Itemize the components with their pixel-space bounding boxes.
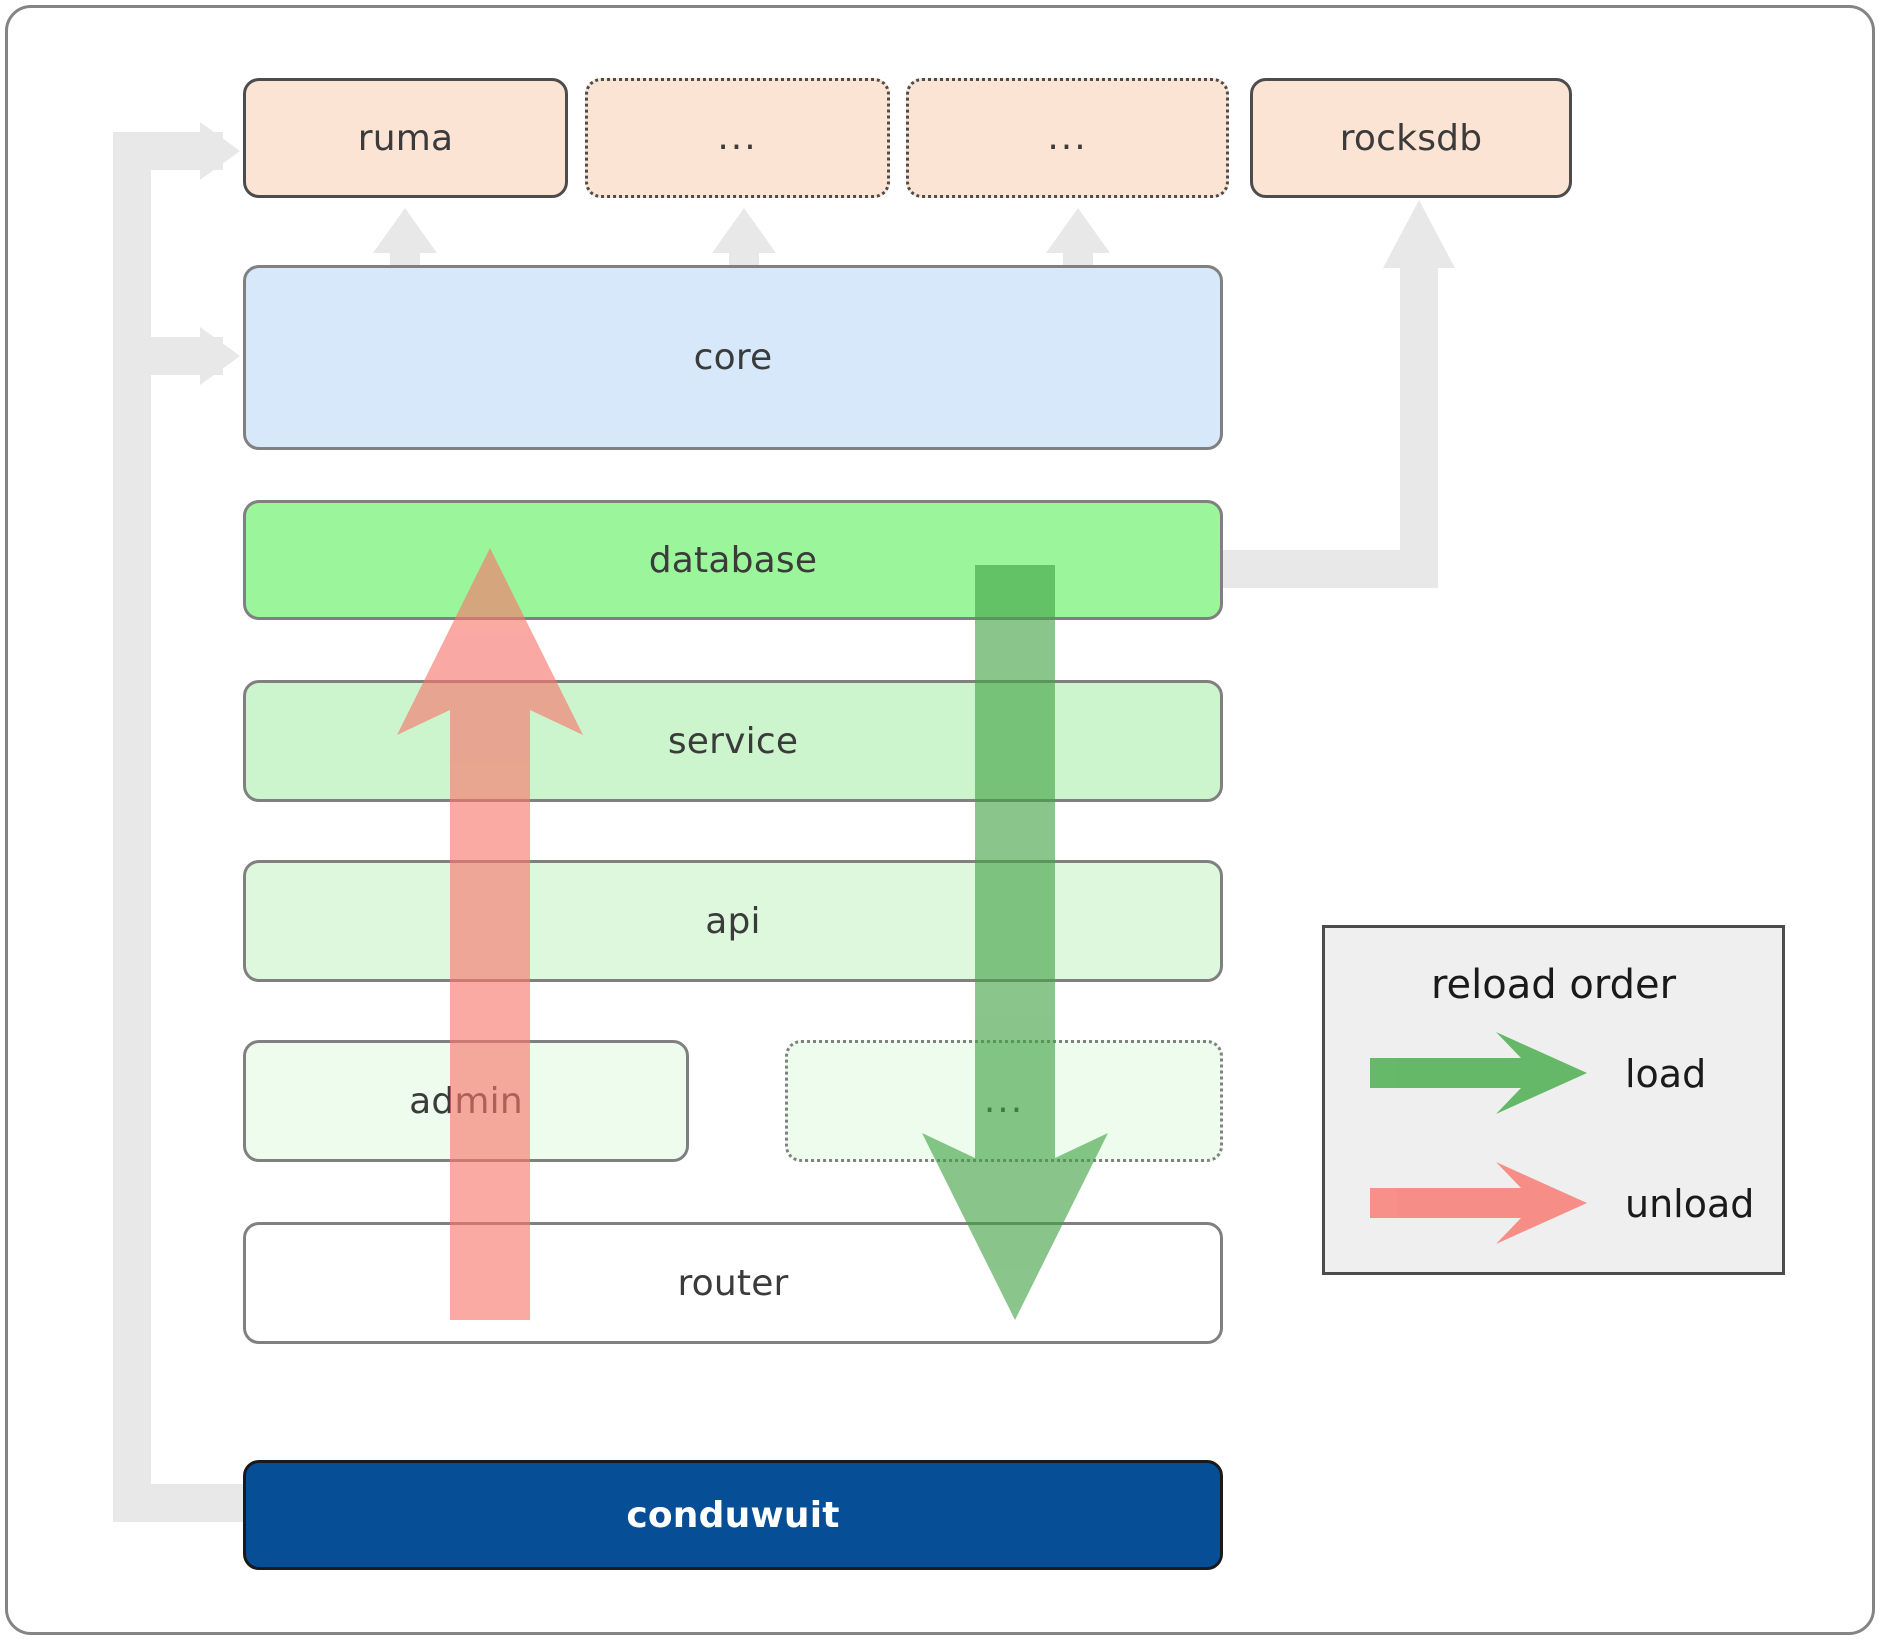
dep-label-3: ... (1047, 116, 1088, 158)
layer-label-admin: admin (409, 1080, 523, 1122)
layer-node-dots[interactable]: ... (785, 1040, 1223, 1162)
layer-node-service[interactable]: service (243, 680, 1223, 802)
legend-label-load: load (1625, 1052, 1707, 1096)
dep-label-ruma: ruma (357, 117, 454, 159)
dep-node-3[interactable]: ... (906, 78, 1229, 198)
dep-node-rocksdb[interactable]: rocksdb (1250, 78, 1572, 198)
layer-label-dots: ... (983, 1079, 1025, 1121)
layer-label-service: service (667, 720, 799, 762)
layer-node-core[interactable]: core (243, 265, 1223, 450)
root-label-conduwuit: conduwuit (626, 1494, 840, 1536)
dep-label-2: ... (717, 116, 758, 158)
root-node-conduwuit[interactable]: conduwuit (243, 1460, 1223, 1570)
layer-label-api: api (705, 900, 761, 942)
dep-node-2[interactable]: ... (585, 78, 890, 198)
legend-title: reload order (1430, 962, 1677, 1008)
dep-label-rocksdb: rocksdb (1339, 117, 1483, 159)
layer-node-api[interactable]: api (243, 860, 1223, 982)
legend-label-unload: unload (1625, 1182, 1755, 1226)
layer-node-database[interactable]: database (243, 500, 1223, 620)
layer-node-admin[interactable]: admin (243, 1040, 689, 1162)
layer-label-router: router (677, 1262, 789, 1304)
layer-label-database: database (648, 539, 818, 581)
layer-label-core: core (693, 337, 773, 378)
diagram-frame (5, 5, 1875, 1635)
dep-node-ruma[interactable]: ruma (243, 78, 568, 198)
layer-node-router[interactable]: router (243, 1222, 1223, 1344)
